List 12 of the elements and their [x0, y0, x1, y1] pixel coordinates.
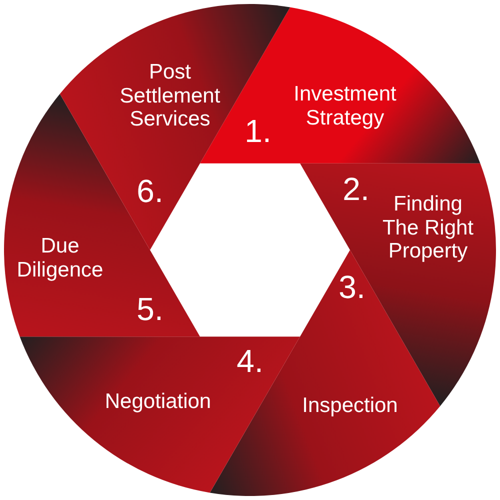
step-number: 6.	[136, 174, 164, 210]
step-number: 4.	[236, 344, 264, 380]
step-label: Due Diligence	[16, 234, 104, 282]
step-label: Negotiation	[104, 390, 212, 414]
step-label: Investment Strategy	[292, 82, 398, 130]
step-number: 3.	[338, 270, 366, 306]
step-number: 2.	[342, 172, 370, 208]
step-number: 5.	[136, 292, 164, 328]
step-label: Finding The Right Property	[381, 192, 475, 264]
step-label: Post Settlement Services	[118, 60, 222, 132]
step-number: 1.	[244, 114, 272, 150]
step-label: Inspection	[301, 394, 399, 418]
